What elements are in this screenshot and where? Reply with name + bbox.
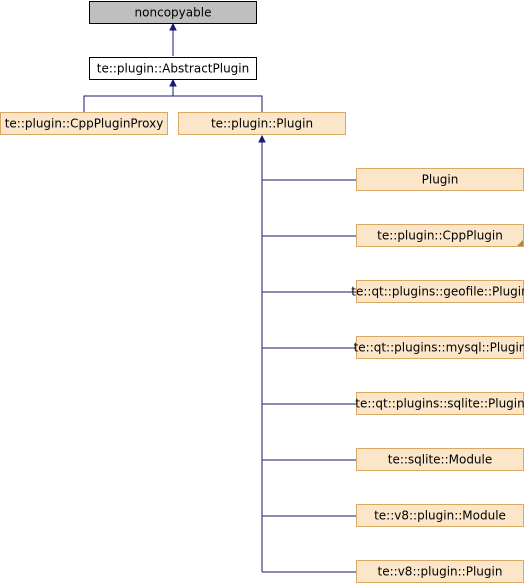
node-label: te::v8::plugin::Plugin [378,565,503,579]
node-label: te::qt::plugins::mysql::Plugin [354,341,524,355]
node-abstract-plugin[interactable]: te::plugin::AbstractPlugin [89,57,257,80]
node-label: Plugin [422,173,459,187]
edge-plugin-to-abstractplugin [173,95,263,112]
edge-arrowhead [169,78,177,87]
node-label: te::plugin::AbstractPlugin [97,62,249,76]
node-label: te::qt::plugins::sqlite::Plugin [355,397,524,411]
inheritance-edges [83,22,356,573]
node-label: noncopyable [135,6,212,20]
edge-cpppluginproxy-to-abstractplugin [83,95,173,112]
node-label: te::plugin::Plugin [211,117,313,131]
node-label: te::plugin::CppPluginProxy [5,117,164,131]
node-noncopyable[interactable]: noncopyable [89,1,257,24]
node-plugin-base[interactable]: te::plugin::Plugin [178,112,346,135]
node-label: te::sqlite::Module [388,453,493,467]
collapsed-subtree-icon [517,240,523,246]
node-child-sqlite-module[interactable]: te::sqlite::Module [356,448,524,471]
node-child-cppplugin[interactable]: te::plugin::CppPlugin [356,224,524,247]
edge-arrowhead [258,134,266,143]
node-child-mysql-plugin[interactable]: te::qt::plugins::mysql::Plugin [354,336,524,359]
node-label: te::v8::plugin::Module [374,509,506,523]
node-label: te::qt::plugins::geofile::Plugin [351,285,524,299]
node-child-plugin[interactable]: Plugin [356,168,524,191]
node-cpp-plugin-proxy[interactable]: te::plugin::CppPluginProxy [0,112,168,135]
node-child-v8-plugin[interactable]: te::v8::plugin::Plugin [356,560,524,583]
node-label: te::plugin::CppPlugin [377,229,503,243]
node-child-sqlite-plugin[interactable]: te::qt::plugins::sqlite::Plugin [355,392,524,415]
node-child-v8-module[interactable]: te::v8::plugin::Module [356,504,524,527]
edge-arrowhead [169,22,177,31]
node-child-geofile-plugin[interactable]: te::qt::plugins::geofile::Plugin [351,280,524,303]
